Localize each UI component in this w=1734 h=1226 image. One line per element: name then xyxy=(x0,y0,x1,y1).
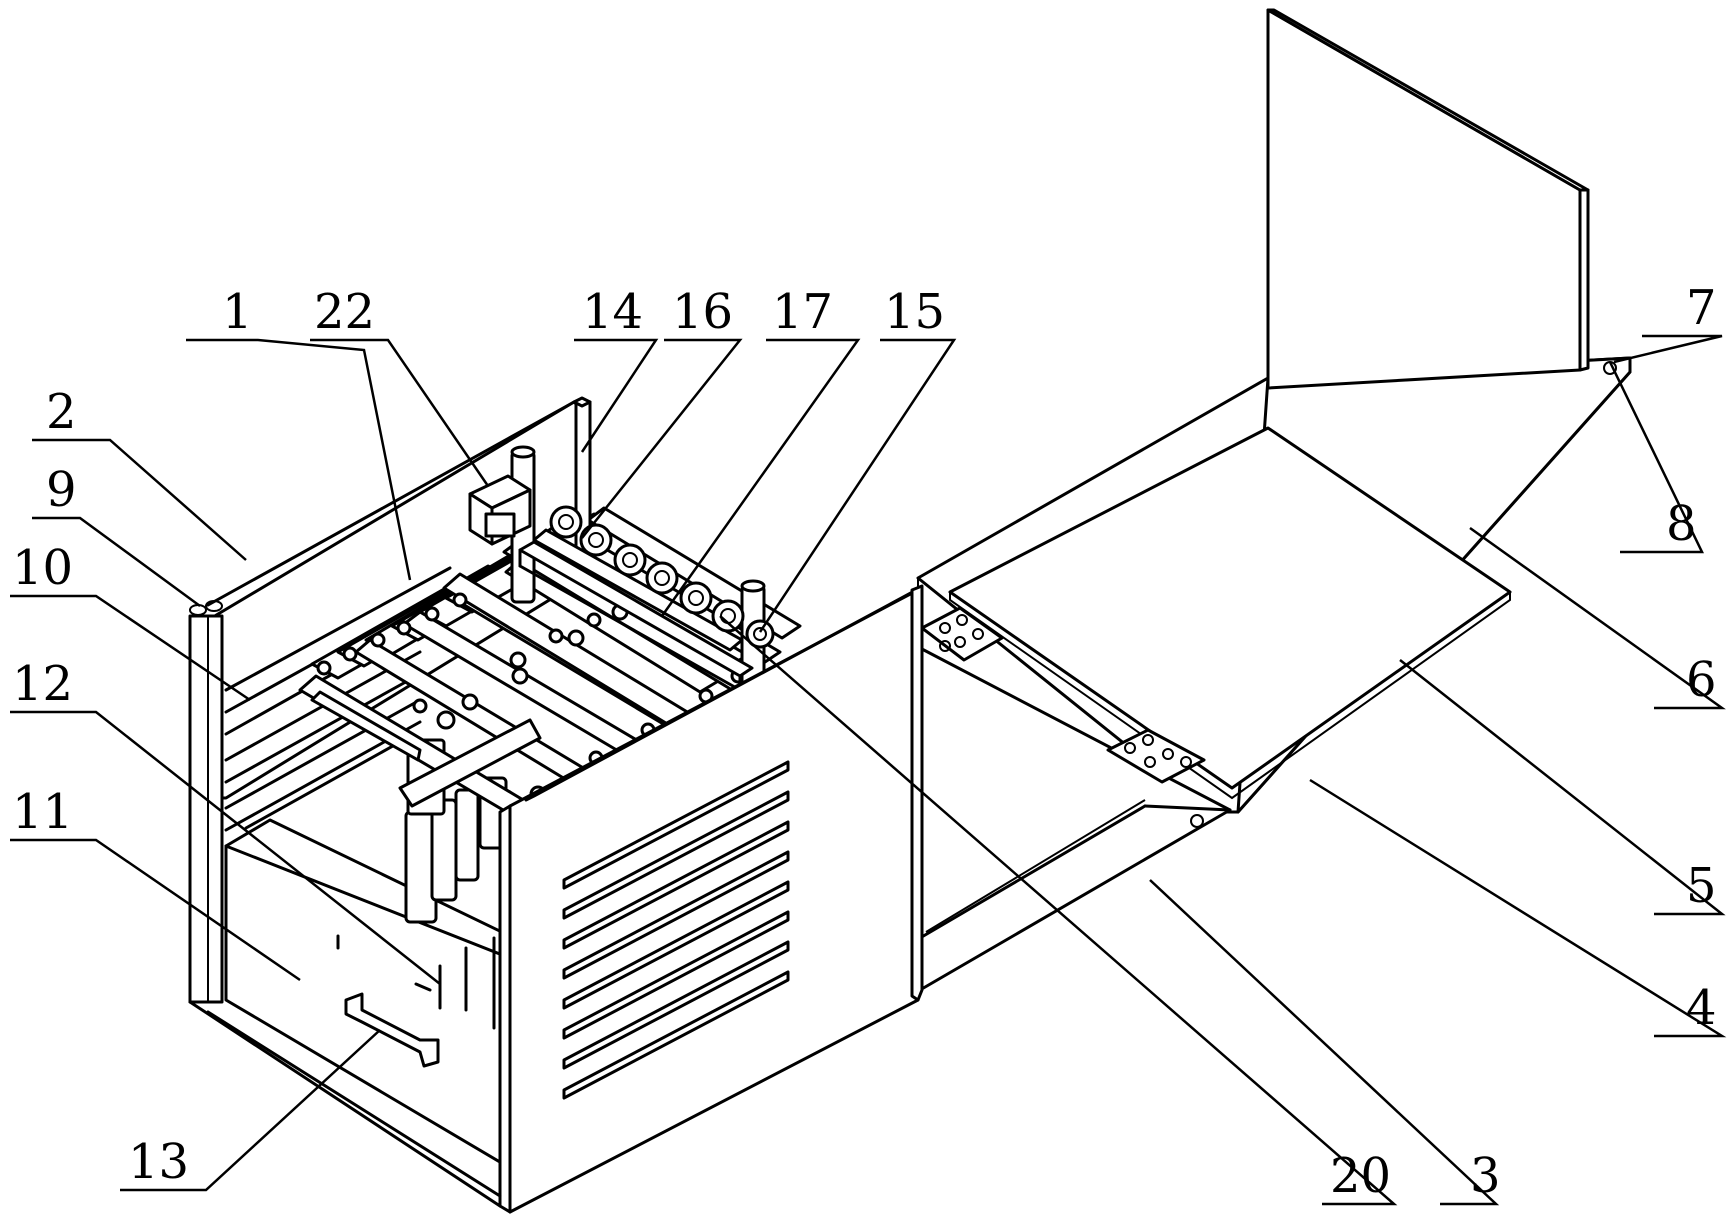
reference-labels: 1 2 3 4 5 6 7 8 9 10 11 12 13 14 15 16 1… xyxy=(12,280,1717,1204)
label-17: 17 xyxy=(772,284,833,340)
label-14: 14 xyxy=(582,284,643,340)
label-20: 20 xyxy=(1330,1148,1391,1204)
vent-slots xyxy=(562,760,790,1100)
handle-13 xyxy=(344,992,440,1068)
label-8: 8 xyxy=(1666,496,1697,552)
board-7 xyxy=(1266,8,1590,390)
label-7: 7 xyxy=(1686,280,1717,336)
label-11: 11 xyxy=(12,784,73,840)
label-13: 13 xyxy=(128,1134,189,1190)
label-22: 22 xyxy=(314,284,375,340)
cabinet-base xyxy=(188,1000,502,1208)
hinge-upper xyxy=(920,606,1004,662)
label-2: 2 xyxy=(46,384,77,440)
label-1: 1 xyxy=(222,284,253,340)
hinge-lower xyxy=(1106,728,1206,784)
label-10: 10 xyxy=(12,540,73,596)
label-15: 15 xyxy=(884,284,945,340)
label-4: 4 xyxy=(1686,980,1717,1036)
roller-row-16 xyxy=(549,505,775,649)
plate-5 xyxy=(948,426,1512,800)
label-3: 3 xyxy=(1470,1148,1501,1204)
hole-panel-3 xyxy=(1190,814,1204,828)
front-side-panel xyxy=(498,584,924,1214)
left-post-9 xyxy=(188,600,224,1004)
label-6: 6 xyxy=(1686,652,1717,708)
label-5: 5 xyxy=(1686,858,1717,914)
leader-lines xyxy=(10,334,1727,1206)
label-16: 16 xyxy=(672,284,733,340)
label-9: 9 xyxy=(46,462,77,518)
label-12: 12 xyxy=(12,656,73,712)
